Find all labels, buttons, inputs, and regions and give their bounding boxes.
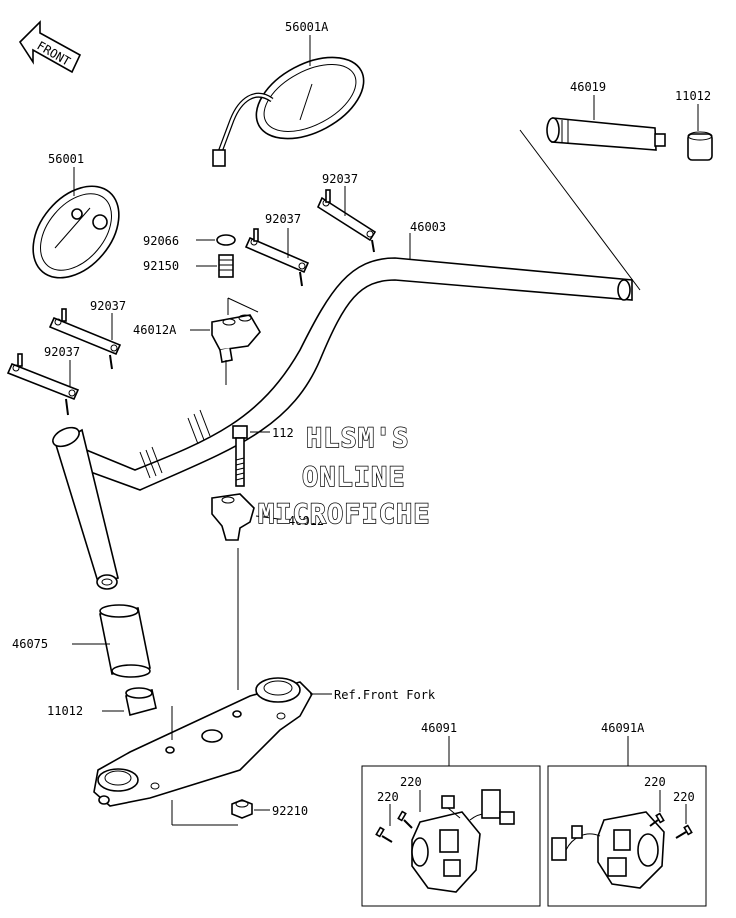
collar[interactable] <box>218 254 234 278</box>
end-cap-left[interactable] <box>125 687 157 716</box>
label-nut: 92210 <box>272 804 308 818</box>
grip-right[interactable] <box>546 117 666 151</box>
plate-top[interactable] <box>316 189 377 253</box>
end-cap-right[interactable] <box>687 131 713 161</box>
screw-a1[interactable] <box>397 810 413 829</box>
plate-left-top[interactable] <box>48 308 122 370</box>
label-bolt: 112 <box>272 426 294 440</box>
label-end-cap-left: 11012 <box>47 704 83 718</box>
plate-mid[interactable] <box>244 228 310 287</box>
watermark-line-3: MICROFICHE <box>258 499 431 530</box>
mirror-left[interactable] <box>16 170 136 295</box>
screw-a2[interactable] <box>375 826 393 843</box>
label-screw-b2: 220 <box>673 790 695 804</box>
label-collar: 92150 <box>143 259 179 273</box>
label-plate-left-bottom: 92037 <box>44 345 80 359</box>
label-plate-mid: 92037 <box>265 212 301 226</box>
switch-right[interactable] <box>411 789 515 893</box>
label-plate-top: 92037 <box>322 172 358 186</box>
label-screw-a1: 220 <box>400 775 422 789</box>
watermark-line-2: ONLINE <box>302 462 406 493</box>
label-switch-left: 46091A <box>601 721 645 735</box>
label-screw-a2: 220 <box>377 790 399 804</box>
label-grip-right: 46019 <box>570 80 606 94</box>
plate-left-bottom[interactable] <box>6 353 80 416</box>
grip-left[interactable] <box>99 604 151 678</box>
label-mirror-right: 56001A <box>285 20 329 34</box>
screw-b1[interactable] <box>649 812 665 827</box>
label-handlebar: 46003 <box>410 220 446 234</box>
handlebar[interactable] <box>59 257 633 491</box>
label-fork-ref: Ref.Front Fork <box>334 688 436 702</box>
nut[interactable] <box>231 799 253 819</box>
label-holder-upper: 46012A <box>133 323 177 337</box>
label-grip-left: 46075 <box>12 637 48 651</box>
label-washer: 92066 <box>143 234 179 248</box>
label-screw-b1: 220 <box>644 775 666 789</box>
screw-b2[interactable] <box>675 824 693 839</box>
mirror-right[interactable] <box>212 41 377 167</box>
label-plate-left-top: 92037 <box>90 299 126 313</box>
front-arrow-icon: FRONT <box>18 20 82 74</box>
bolt[interactable] <box>232 425 248 487</box>
label-holder-lower: 46012 <box>288 514 324 528</box>
holder-upper[interactable] <box>211 314 261 363</box>
holder-lower[interactable] <box>211 493 255 541</box>
watermark-line-1: HLSM'S <box>306 423 410 454</box>
label-end-cap-right: 11012 <box>675 89 711 103</box>
fork-bracket <box>93 677 313 807</box>
washer[interactable] <box>216 234 236 246</box>
switch-left[interactable] <box>551 811 665 889</box>
label-switch-right: 46091 <box>421 721 457 735</box>
handlebar-left-end[interactable] <box>50 424 119 590</box>
label-mirror-left: 56001 <box>48 152 84 166</box>
